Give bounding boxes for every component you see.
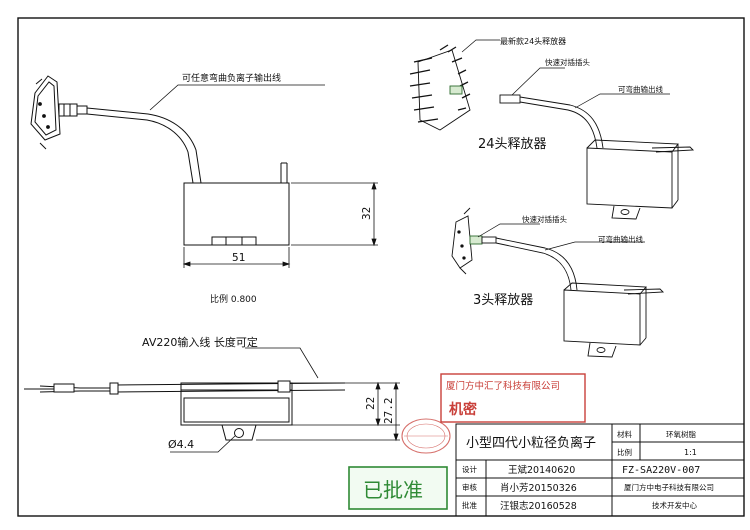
dim-22-label: 22	[364, 397, 377, 410]
leader-24-connector	[511, 67, 565, 96]
dim-27-label: 27.2	[382, 398, 395, 425]
tb-material-value: 环氧树脂	[666, 429, 696, 439]
tb-ratio-label: 比例	[617, 447, 632, 457]
main-assembly-top	[30, 75, 290, 246]
tb-design-value: 王斌20140620	[508, 464, 575, 476]
tb-dept: 技术开发中心	[652, 500, 697, 510]
label-24-connector: 快速对插插头	[545, 57, 590, 67]
side-view	[24, 380, 346, 441]
dim-width-51	[182, 247, 291, 268]
tb-design-label: 设计	[462, 464, 477, 474]
dim-height-label: 32	[360, 207, 373, 220]
label-24-wire: 可弯曲输出线	[618, 84, 663, 94]
dim-height-32	[291, 181, 378, 247]
leader-24-wire	[574, 93, 670, 109]
title-block	[455, 423, 745, 517]
tb-approve-value: 汪银志20160528	[500, 500, 577, 512]
input-leader	[245, 347, 319, 379]
tb-material-label: 材料	[617, 429, 632, 439]
secret-stamp-text: 机密	[449, 401, 477, 418]
tb-part-no: FZ-SA220V-007	[622, 465, 700, 476]
tb-review-value: 肖小芳20150326	[500, 482, 577, 494]
caption-3-head: 3头释放器	[473, 293, 533, 308]
input-line-note: AV220输入线 长度可定	[142, 335, 258, 349]
leader-3-wire	[544, 241, 645, 251]
leader-24-title	[461, 39, 500, 53]
company-stamp-text: 厦门方中汇了科技有限公司	[446, 380, 560, 392]
caption-24-head: 24头释放器	[478, 137, 547, 152]
label-3-connector: 快速对插插头	[522, 214, 567, 224]
release-24-head	[409, 44, 695, 220]
approved-stamp: 已批准	[348, 466, 448, 510]
tb-approve-label: 批准	[462, 500, 477, 510]
company-stamp: 厦门方中汇了科技有限公司 机密	[440, 373, 586, 423]
tb-review-label: 审核	[462, 482, 477, 492]
approved-stamp-text: 已批准	[363, 478, 423, 502]
drawing-frame	[17, 17, 745, 517]
hole-leader	[170, 435, 236, 453]
dim-hole-label: Ø4.4	[168, 438, 194, 451]
date-seal	[401, 418, 451, 454]
dim-width-label: 51	[232, 251, 245, 264]
tb-company: 厦门方中电子科技有限公司	[624, 482, 714, 492]
tb-ratio-value: 1:1	[684, 448, 697, 457]
callout-leader-top	[149, 84, 325, 111]
dim-side-vertical	[256, 381, 400, 442]
leader-3-connector	[477, 223, 540, 238]
release-3-head	[451, 207, 665, 358]
callout-output-wire: 可任意弯曲负离子输出线	[182, 72, 281, 84]
tb-title: 小型四代小粒径负离子	[466, 435, 596, 451]
scale-note: 比例 0.800	[210, 293, 257, 305]
label-24-title: 最新款24头释放器	[500, 36, 566, 46]
label-3-wire: 可弯曲输出线	[598, 234, 643, 244]
